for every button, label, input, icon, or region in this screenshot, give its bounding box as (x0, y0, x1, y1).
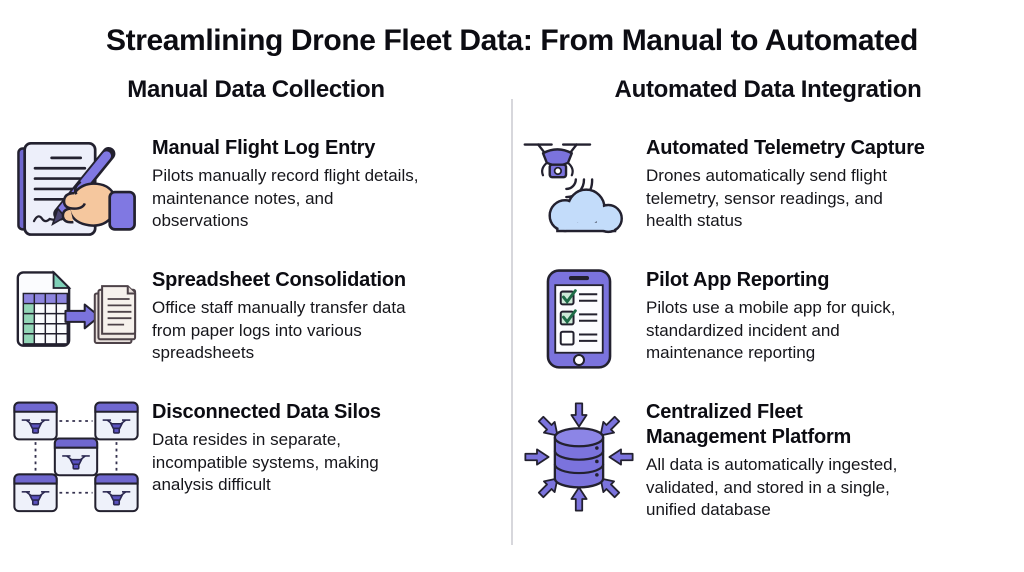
database-icon (524, 402, 634, 512)
feature-title: Manual Flight Log Entry (152, 137, 376, 159)
feature-title: Spreadsheet Consolidation (152, 269, 406, 291)
column-divider (511, 99, 513, 545)
list-item-spreadsheet: Spreadsheet Consolidation Office staff m… (0, 266, 512, 398)
comparison-columns: Manual Data Collection (0, 76, 1024, 530)
spreadsheet-icon (16, 270, 137, 347)
automated-column: Automated Data Integration (512, 76, 1024, 530)
list-item-telemetry: Automated Telemetry Capture Drones autom… (512, 134, 1024, 266)
paper-stack-shape (93, 285, 137, 344)
transfer-arrow-icon (64, 303, 101, 330)
feature-description: Drones automatically send flight telemet… (646, 166, 887, 231)
manual-column-header: Manual Data Collection (127, 76, 385, 103)
automated-column-header: Automated Data Integration (614, 76, 922, 103)
data-silos-icon (13, 401, 139, 513)
feature-description: Pilots manually record flight details, m… (152, 166, 419, 231)
pilot-app-icon (546, 269, 612, 369)
feature-title: Disconnected Data Silos (152, 401, 381, 423)
feature-description: Office staff manually transfer data from… (152, 298, 406, 363)
cloud-icon (548, 188, 623, 234)
list-item-database: Centralized Fleet Management Platform Al… (512, 398, 1024, 530)
manual-items: Manual Flight Log Entry Pilots manually … (0, 134, 512, 530)
manual-column: Manual Data Collection (0, 76, 512, 530)
feature-description: All data is automatically ingested, vali… (646, 455, 898, 520)
feature-description: Pilots use a mobile app for quick, stand… (646, 298, 896, 363)
list-item-silos: Disconnected Data Silos Data resides in … (0, 398, 512, 530)
telemetry-icon (523, 143, 623, 234)
feature-title: Pilot App Reporting (646, 269, 830, 291)
list-item-flight-log: Manual Flight Log Entry Pilots manually … (0, 134, 512, 266)
flight-log-icon (17, 141, 136, 236)
list-item-pilot-app: Pilot App Reporting Pilots use a mobile … (512, 266, 1024, 398)
hand-shape (61, 180, 118, 227)
database-cylinder-shape (553, 427, 605, 489)
page-title: Streamlining Drone Fleet Data: From Manu… (106, 24, 918, 57)
checklist-shape (559, 289, 598, 346)
feature-description: Data resides in separate, incompatible s… (152, 430, 379, 495)
feature-title: Centralized Fleet Management Platform (646, 401, 852, 448)
automated-items: Automated Telemetry Capture Drones autom… (512, 134, 1024, 530)
feature-title: Automated Telemetry Capture (646, 137, 925, 159)
